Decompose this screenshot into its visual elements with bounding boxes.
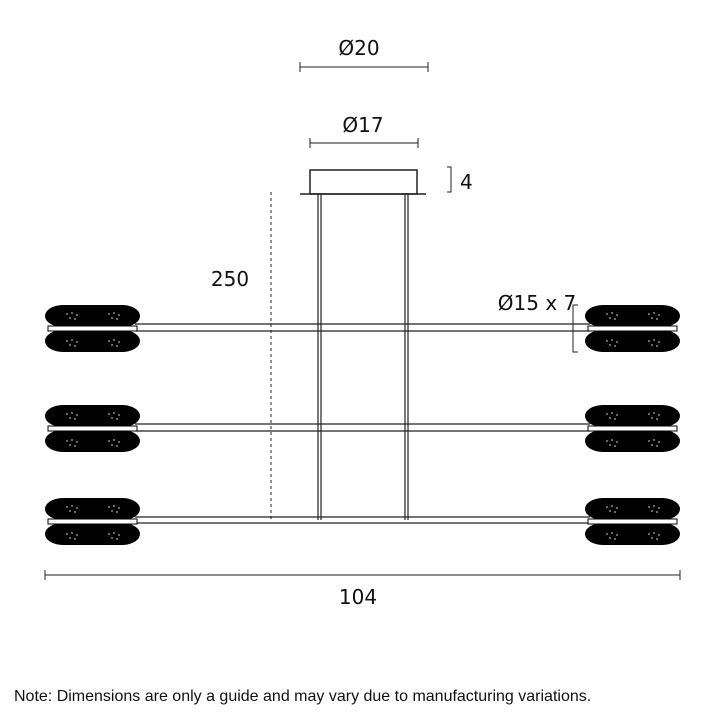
- disclaimer-note: Note: Dimensions are only a guide and ma…: [14, 688, 591, 705]
- dimension-overall-width: [44, 570, 681, 580]
- canopy-inner-label: Ø17: [342, 113, 383, 137]
- overall-width-label: 104: [339, 585, 377, 609]
- dimension-canopy-height: [447, 166, 452, 193]
- canopy-height-label: 4: [460, 170, 473, 194]
- dimension-canopy-inner: [309, 138, 419, 148]
- shade-left-bottom: [44, 497, 141, 546]
- canopy: [300, 169, 426, 195]
- shade-right-middle: [584, 404, 681, 453]
- shade-right-bottom: [584, 497, 681, 546]
- dimension-canopy-outer: [299, 62, 429, 72]
- arms: [135, 323, 590, 524]
- shade-size-label: Ø15 x 7: [498, 291, 576, 315]
- shade-left-middle: [44, 404, 141, 453]
- suspension-rods: [317, 194, 409, 520]
- dimension-shade: [572, 304, 578, 353]
- canopy-outer-label: Ø20: [338, 36, 379, 60]
- shade-right-top: [584, 304, 681, 353]
- drop-height-label: 250: [211, 267, 249, 291]
- shade-left-top: [44, 304, 141, 353]
